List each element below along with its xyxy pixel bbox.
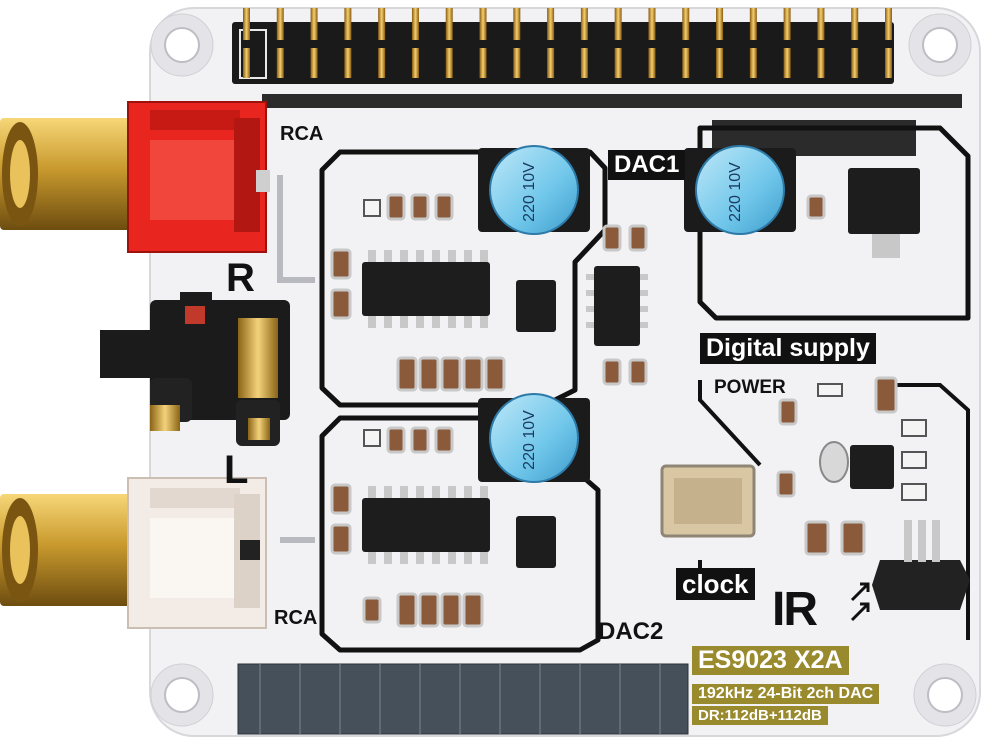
header-pin xyxy=(716,8,724,40)
capacitor-icon: 220 10V xyxy=(478,393,590,483)
header-pin xyxy=(648,48,656,78)
mounting-hole-icon xyxy=(150,663,214,727)
header-pin xyxy=(851,48,859,78)
clock-label: clock xyxy=(676,568,755,600)
header-pin xyxy=(411,8,419,40)
dac1-section-outline xyxy=(319,149,608,408)
underside-header-strip xyxy=(237,663,689,735)
header-pin xyxy=(513,48,521,78)
header-pin xyxy=(580,8,588,40)
ir-arrows-icon xyxy=(850,582,870,622)
header-pin xyxy=(716,48,724,78)
header-pin xyxy=(243,48,250,78)
header-pin xyxy=(310,8,318,40)
header-pin xyxy=(276,8,284,40)
audio-jack-icon xyxy=(100,292,290,446)
rca-jack-icon xyxy=(0,477,267,629)
chip-icon xyxy=(586,266,648,346)
header-pin xyxy=(479,48,487,78)
dac1-label: DAC1 xyxy=(608,150,686,180)
dac2-label: DAC2 xyxy=(598,618,664,645)
header-pin xyxy=(378,8,386,40)
header-pin xyxy=(344,48,352,78)
rca-jack-icon xyxy=(0,101,270,253)
header-pin xyxy=(513,8,521,40)
mounting-hole-icon xyxy=(150,13,214,77)
mounting-hole-icon xyxy=(913,663,977,727)
header-pin xyxy=(243,8,250,40)
header-pin xyxy=(547,48,555,78)
power-label: POWER xyxy=(714,377,786,398)
header-pin xyxy=(614,48,622,78)
svg-text:220 10V: 220 10V xyxy=(521,162,538,222)
header-pin xyxy=(445,8,453,40)
header-pin xyxy=(783,8,791,40)
header-pin xyxy=(445,48,453,78)
header-pin xyxy=(479,8,487,40)
channel-r-label: R xyxy=(226,256,255,300)
digital-supply-label: Digital supply xyxy=(700,333,876,364)
chip-icon xyxy=(362,486,490,564)
header-pin xyxy=(276,48,284,78)
chip-icon xyxy=(362,250,490,328)
header-pin xyxy=(851,8,859,40)
header-pin xyxy=(885,8,892,40)
header-pin xyxy=(817,48,825,78)
header-pin xyxy=(614,8,622,40)
header-pin xyxy=(682,48,690,78)
spec-line-2: DR:112dB+112dB xyxy=(692,706,828,725)
header-pin xyxy=(817,8,825,40)
header-pin xyxy=(411,48,419,78)
model-label: ES9023 X2A xyxy=(692,646,849,675)
header-pin xyxy=(344,8,352,40)
header-pin xyxy=(783,48,791,78)
mounting-hole-icon xyxy=(908,13,972,77)
capacitor-icon: 220 10V xyxy=(478,145,590,235)
header-pin xyxy=(547,8,555,40)
rca-bottom-label: RCA xyxy=(274,607,318,629)
chip-icon xyxy=(516,168,920,568)
header-pin xyxy=(378,48,386,78)
ir-label: IR xyxy=(772,583,818,636)
channel-l-label: L xyxy=(224,448,249,492)
header-pin xyxy=(648,8,656,40)
header-pin xyxy=(749,8,757,40)
header-pin xyxy=(682,8,690,40)
digital-supply-outline xyxy=(697,125,971,321)
ir-receiver-icon xyxy=(872,520,970,610)
spec-line-1: 192kHz 24-Bit 2ch DAC xyxy=(692,684,880,704)
header-pin xyxy=(310,48,318,78)
header-pin xyxy=(885,48,892,78)
rca-top-label: RCA xyxy=(280,123,324,145)
smd-components xyxy=(330,193,927,628)
header-pin xyxy=(749,48,757,78)
header-pin xyxy=(580,48,588,78)
svg-text:220 10V: 220 10V xyxy=(727,162,744,222)
crystal-icon xyxy=(660,441,849,538)
header-pins-icon xyxy=(232,8,894,84)
svg-text:220 10V: 220 10V xyxy=(521,410,538,470)
capacitor-icon: 220 10V xyxy=(684,145,796,235)
